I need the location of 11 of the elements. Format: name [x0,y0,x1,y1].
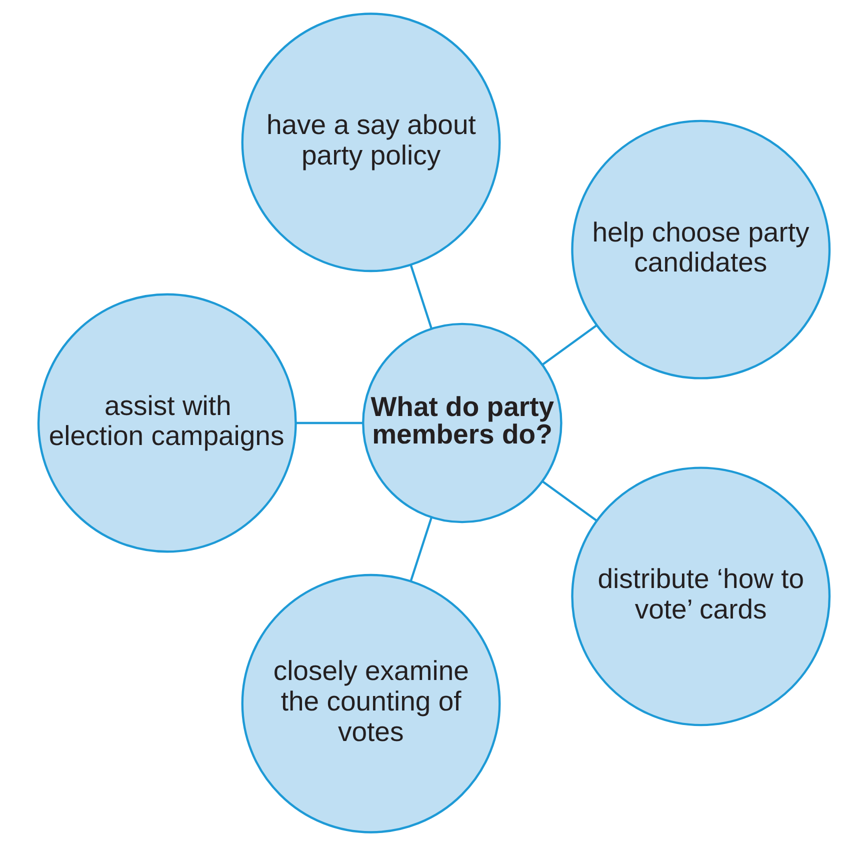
node-circle: closely examine the counting of votes [240,574,500,834]
connector [409,516,432,582]
node-circle: What do party members do? [362,322,562,524]
node-circle: distribute ‘how to vote’ cards [570,466,830,726]
node-circle: assist with election campaigns [36,293,296,553]
connector [541,480,597,522]
connector [409,264,432,330]
connector [295,422,363,424]
node-circle: have a say about party policy [240,12,500,272]
connector [541,324,597,366]
node-circle: help choose party candidates [570,120,830,380]
